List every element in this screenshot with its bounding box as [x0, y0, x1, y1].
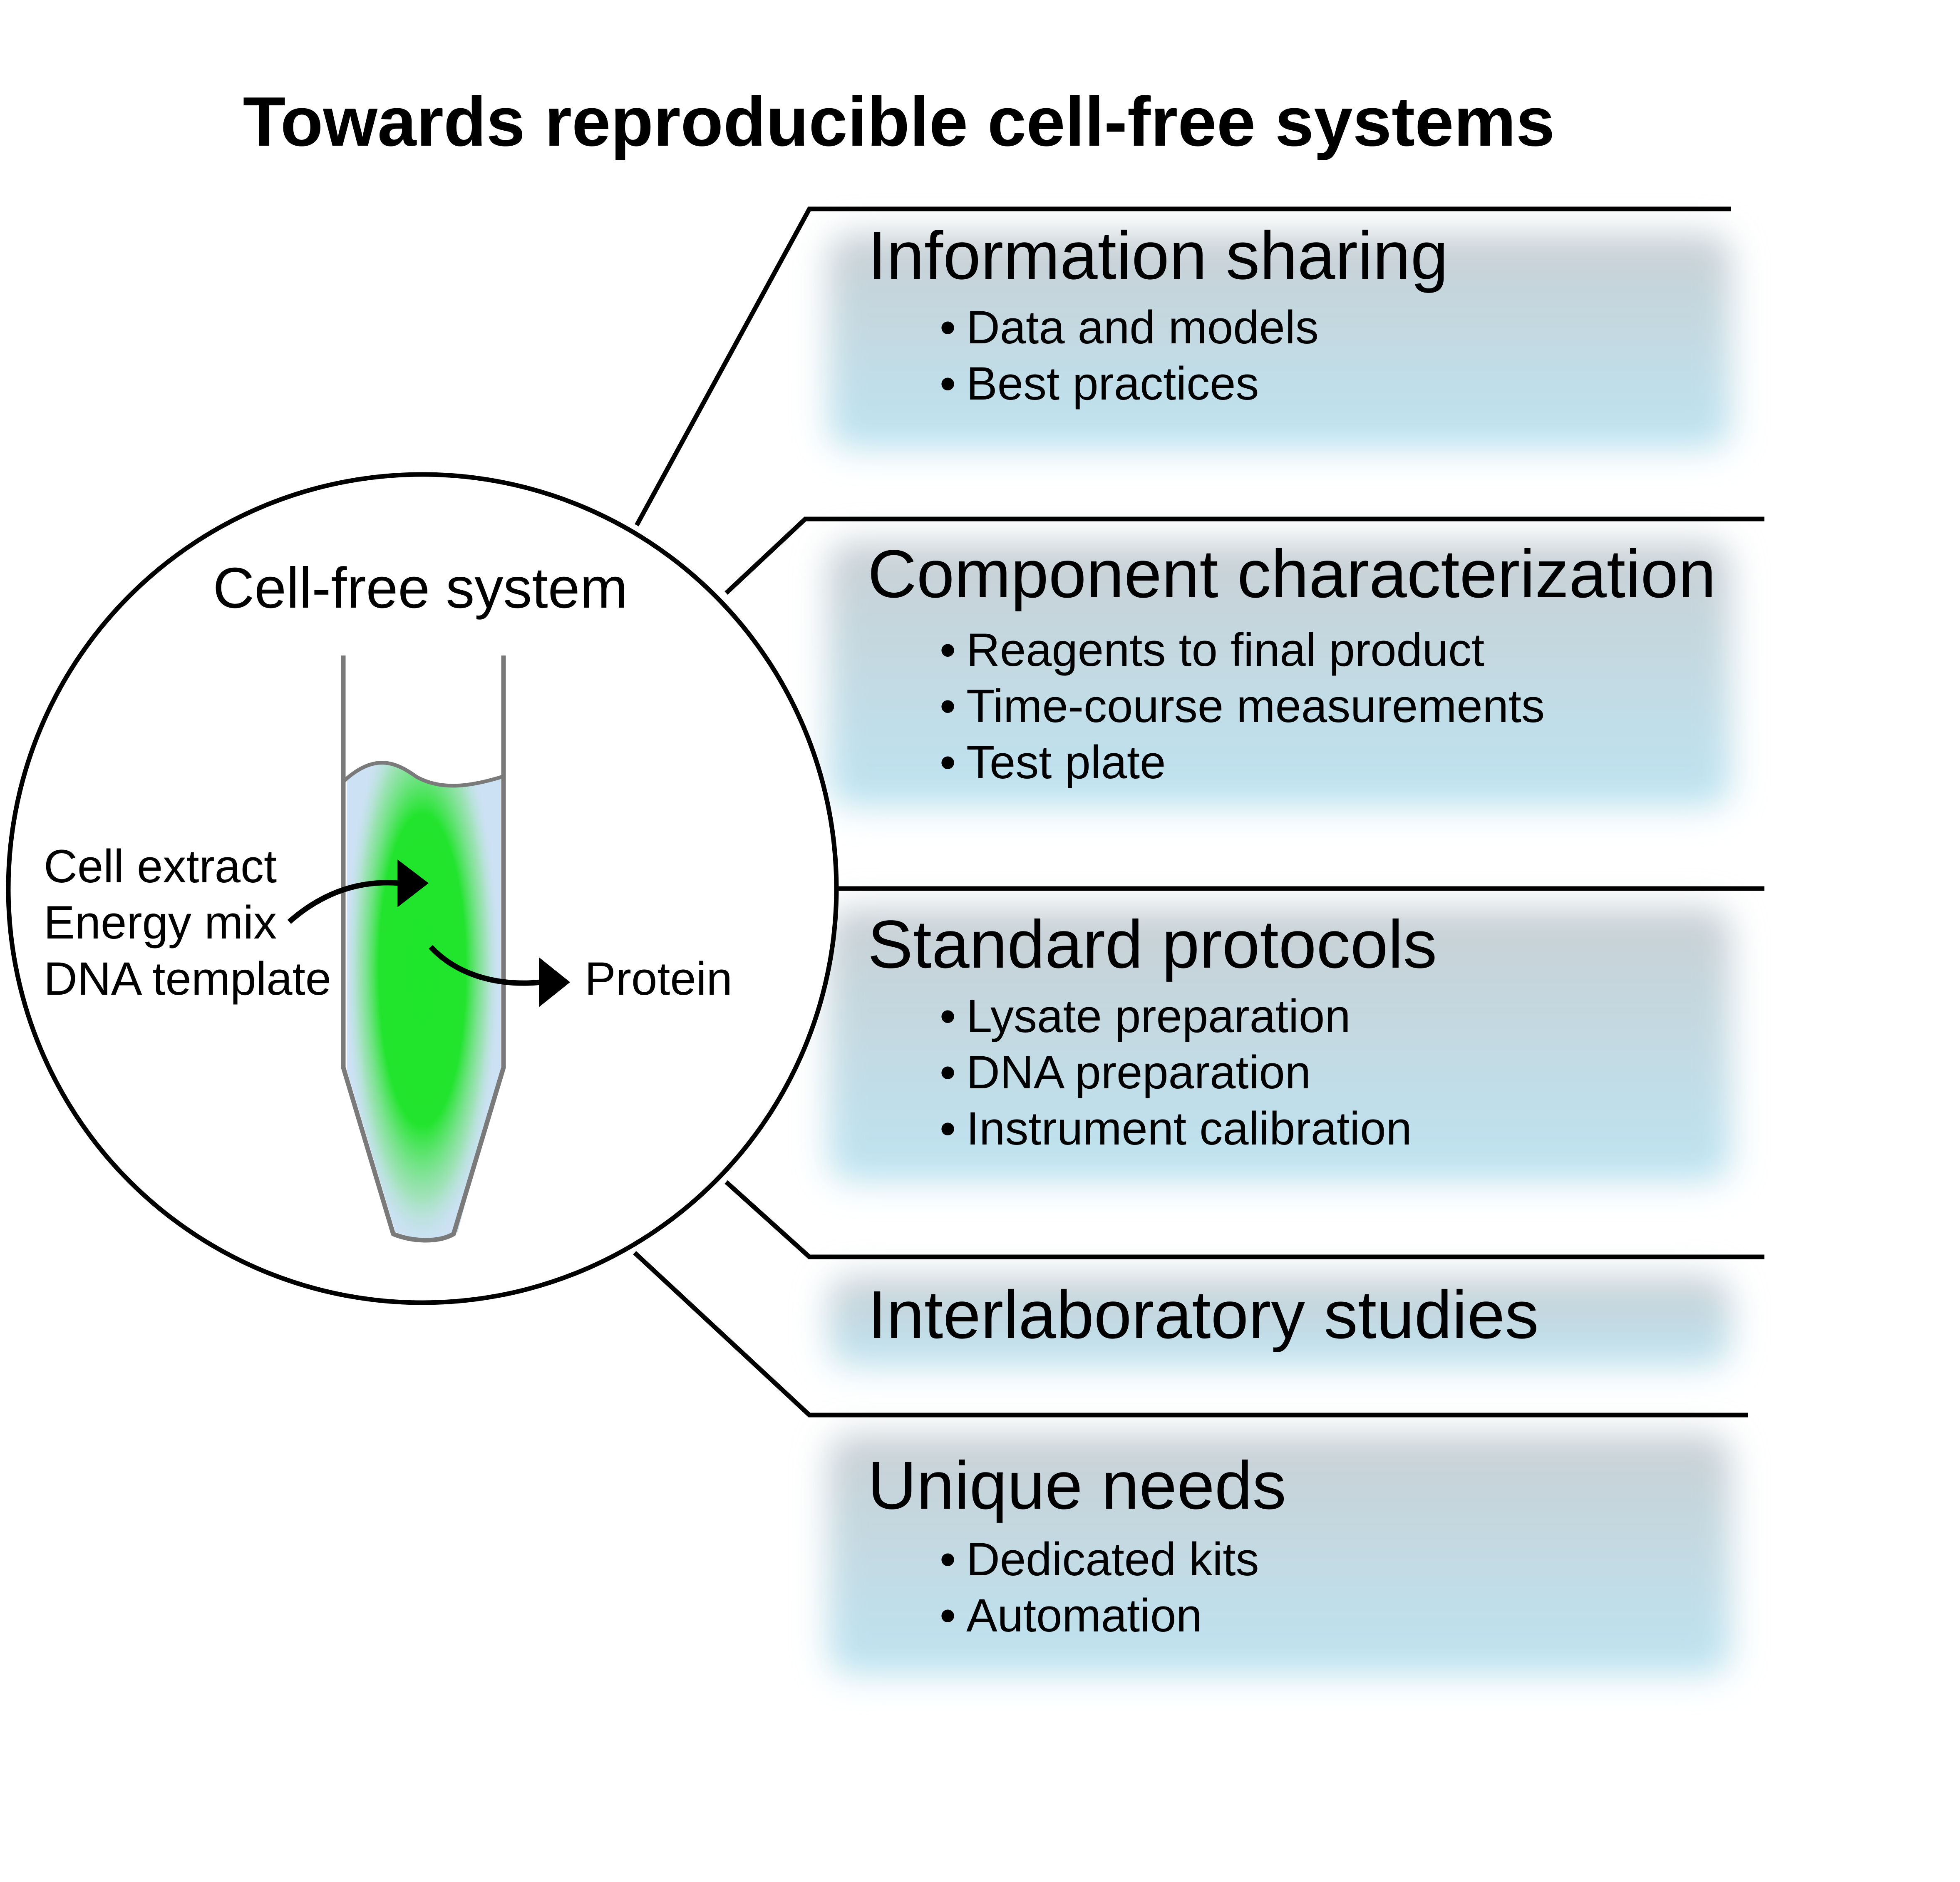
- bullet-icon: •: [940, 624, 956, 676]
- figure-title: Towards reproducible cell-free systems: [243, 82, 1555, 161]
- output-arrow: [429, 945, 541, 986]
- category-title: Information sharing: [868, 217, 1448, 293]
- input-labels: Cell extract Energy mix DNA template: [44, 840, 331, 1005]
- bullet-icon: •: [940, 680, 956, 732]
- category-title: Unique needs: [868, 1447, 1286, 1523]
- bullet-text: Test plate: [966, 736, 1166, 788]
- cell-free-system-heading: Cell-free system: [213, 556, 628, 620]
- bullet-text: DNA preparation: [966, 1046, 1311, 1098]
- bullet-item: •Data and models: [940, 301, 1319, 353]
- output-arrowhead: [539, 957, 570, 1007]
- tube-outline: [341, 655, 506, 1243]
- connector-information-sharing: [635, 206, 1731, 526]
- bullet-text: Reagents to final product: [966, 624, 1484, 676]
- bullet-item: •Test plate: [940, 736, 1166, 788]
- bullet-icon: •: [940, 1533, 956, 1585]
- bullet-text: Instrument calibration: [966, 1102, 1412, 1155]
- bullet-item: •Time-course measurements: [940, 680, 1545, 732]
- category-information-sharing: Information sharing •Data and models •Be…: [868, 217, 1448, 410]
- output-label: Protein: [585, 953, 732, 1005]
- bullet-text: Automation: [966, 1589, 1202, 1641]
- bullet-item: •Dedicated kits: [940, 1533, 1259, 1585]
- bullet-icon: •: [940, 301, 956, 353]
- bullet-text: Best practices: [966, 358, 1259, 410]
- bullet-icon: •: [940, 736, 956, 788]
- bullet-item: •Best practices: [940, 358, 1259, 410]
- category-standard-protocols: Standard protocols •Lysate preparation •…: [868, 906, 1437, 1155]
- fluorescent-protein-glow: [347, 762, 501, 1238]
- category-unique-needs: Unique needs •Dedicated kits •Automation: [868, 1447, 1286, 1641]
- panel-interlaboratory-studies: [828, 1276, 1731, 1367]
- bullet-icon: •: [940, 358, 956, 410]
- connector-unique-needs: [633, 1251, 1748, 1418]
- panel-information-sharing: [828, 233, 1731, 449]
- connector-component-characterization: [724, 516, 1764, 595]
- bullet-icon: •: [940, 1046, 956, 1098]
- input-arrow: [287, 880, 400, 924]
- arrows: [287, 859, 570, 1007]
- input-label: Energy mix: [44, 896, 277, 948]
- connector-lines: [633, 206, 1764, 1418]
- input-label: Cell extract: [44, 840, 277, 892]
- bullet-item: •Reagents to final product: [940, 624, 1484, 676]
- bullet-item: •DNA preparation: [940, 1046, 1311, 1098]
- category-interlaboratory-studies: Interlaboratory studies: [868, 1276, 1539, 1353]
- panel-standard-protocols: [828, 907, 1731, 1182]
- connector-interlaboratory-studies: [724, 1180, 1764, 1259]
- category-title: Interlaboratory studies: [868, 1276, 1539, 1353]
- category-title: Standard protocols: [868, 906, 1437, 982]
- bullet-icon: •: [940, 1589, 956, 1641]
- liquid-meniscus: [342, 761, 504, 788]
- category-component-characterization: Component characterization •Reagents to …: [868, 536, 1716, 788]
- category-panels: [828, 233, 1731, 1675]
- panel-unique-needs: [828, 1434, 1731, 1675]
- input-label: DNA template: [44, 953, 331, 1005]
- panel-component-characterization: [828, 541, 1731, 807]
- bullet-text: Lysate preparation: [966, 990, 1351, 1042]
- bullet-icon: •: [940, 1102, 956, 1155]
- bullet-text: Data and models: [966, 301, 1319, 353]
- bullet-item: •Lysate preparation: [940, 990, 1351, 1042]
- bullet-item: •Instrument calibration: [940, 1102, 1412, 1155]
- bullet-icon: •: [940, 990, 956, 1042]
- bullet-text: Dedicated kits: [966, 1533, 1259, 1585]
- input-arrowhead: [397, 859, 429, 907]
- category-title: Component characterization: [868, 536, 1716, 612]
- bullet-item: •Automation: [940, 1589, 1202, 1641]
- bullet-text: Time-course measurements: [966, 680, 1545, 732]
